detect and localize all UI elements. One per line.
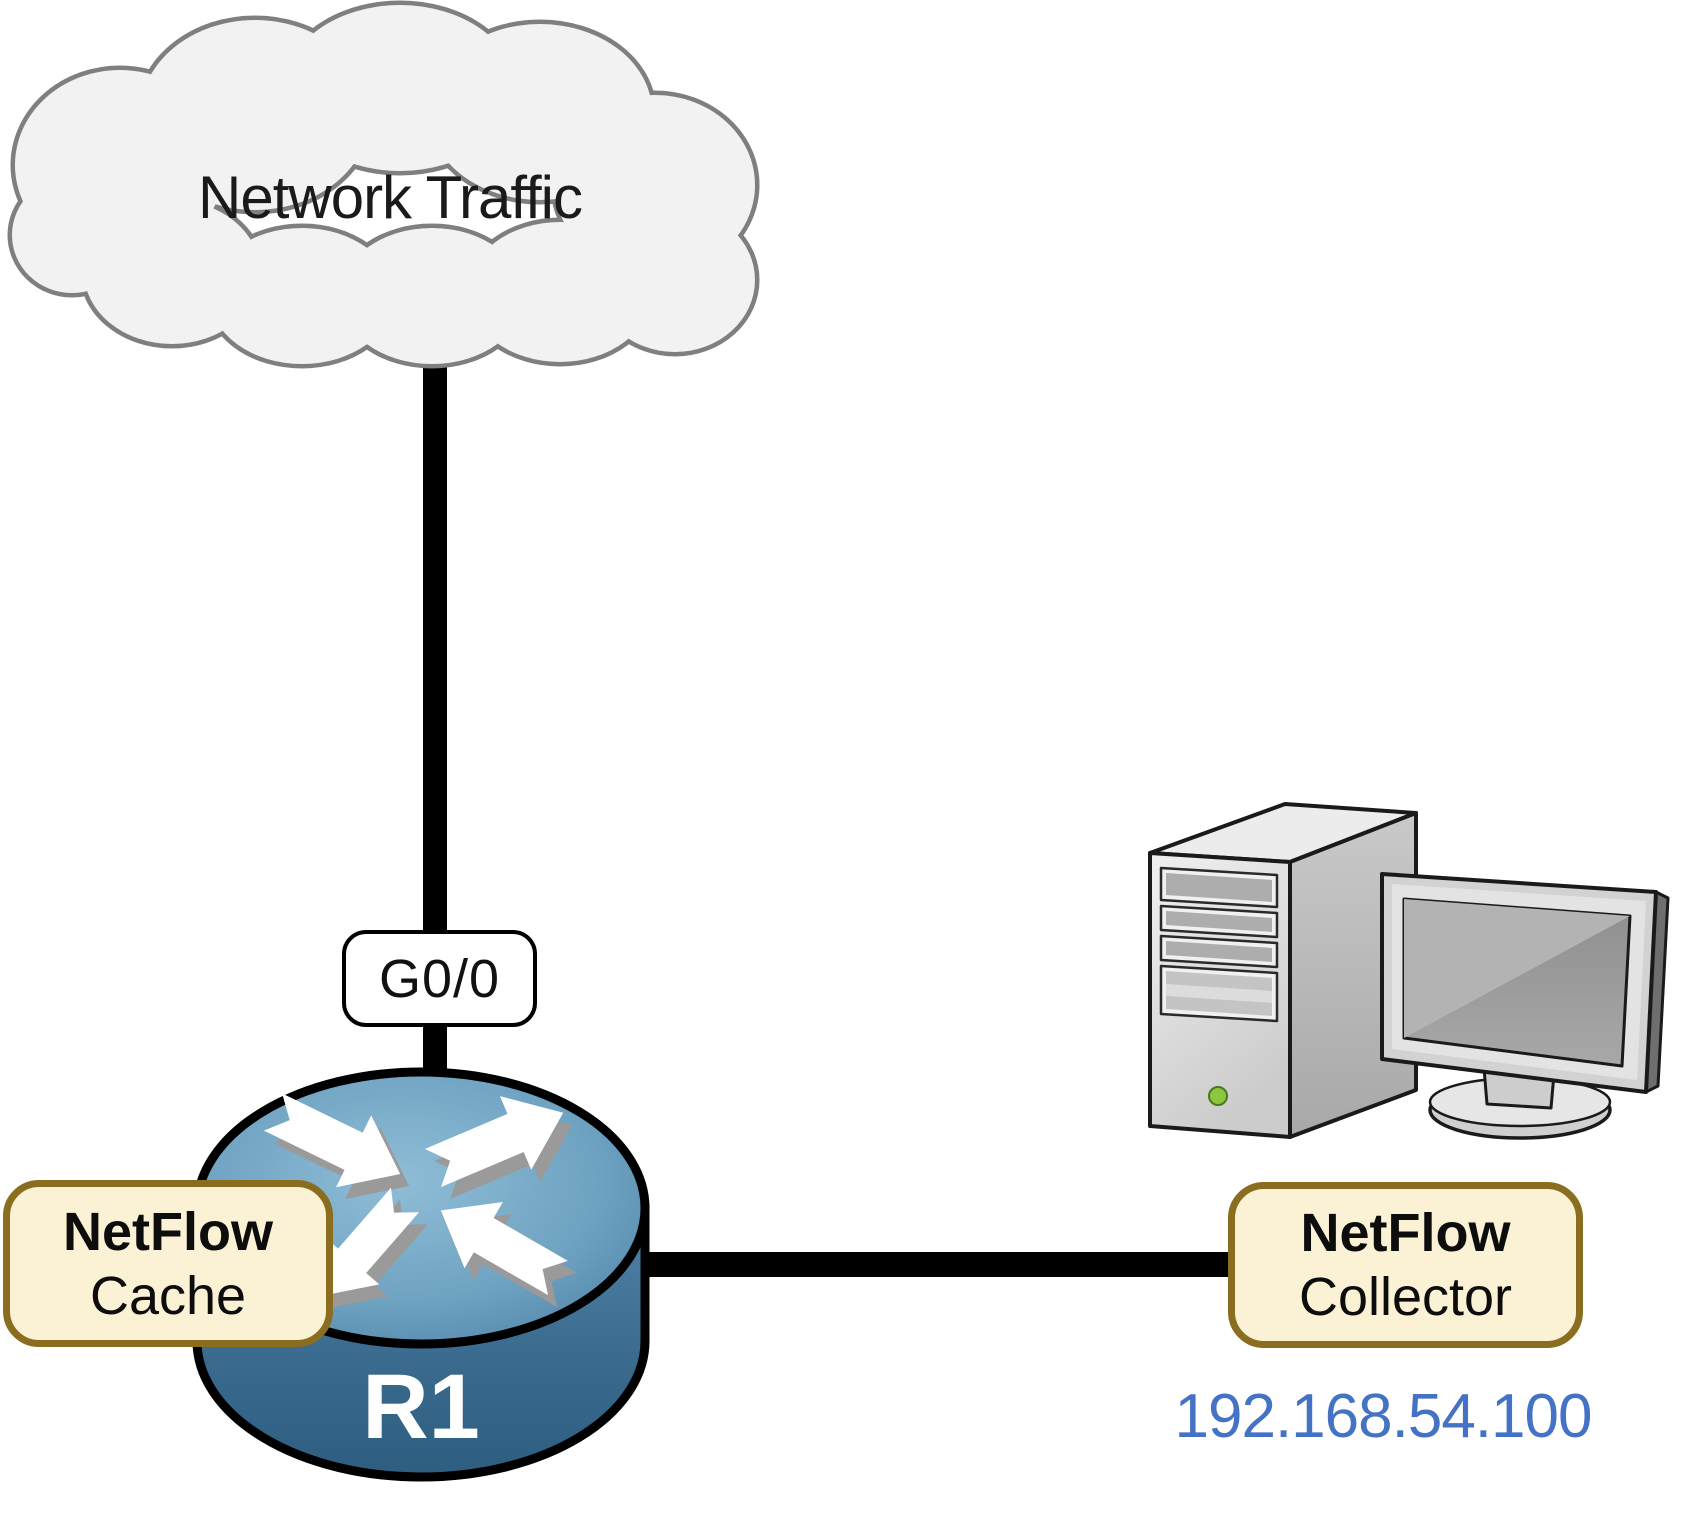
power-led-icon: [1208, 1086, 1228, 1106]
netflow-cache-badge: NetFlow Cache: [3, 1180, 333, 1347]
router-hostname: R1: [362, 1356, 480, 1458]
interface-label: G0/0: [378, 948, 501, 1009]
interface-label-badge: G0/0: [342, 930, 537, 1027]
netflow-cache-label-line2: Cache: [89, 1265, 247, 1326]
netflow-collector-label-line2: Collector: [1298, 1267, 1513, 1327]
netflow-collector-server-icon: [1148, 802, 1670, 1140]
cloud-label: Network Traffic: [198, 164, 583, 231]
server-tower-icon: [1148, 802, 1418, 1139]
netflow-cache-label-line1: NetFlow: [63, 1201, 273, 1262]
collector-ip-address: 192.168.54.100: [1174, 1382, 1593, 1451]
netflow-collector-badge: NetFlow Collector: [1228, 1182, 1583, 1348]
monitor-icon: [1380, 872, 1670, 1140]
netflow-collector-label-line1: NetFlow: [1300, 1203, 1511, 1263]
link-router-to-collector: [600, 1252, 1232, 1277]
